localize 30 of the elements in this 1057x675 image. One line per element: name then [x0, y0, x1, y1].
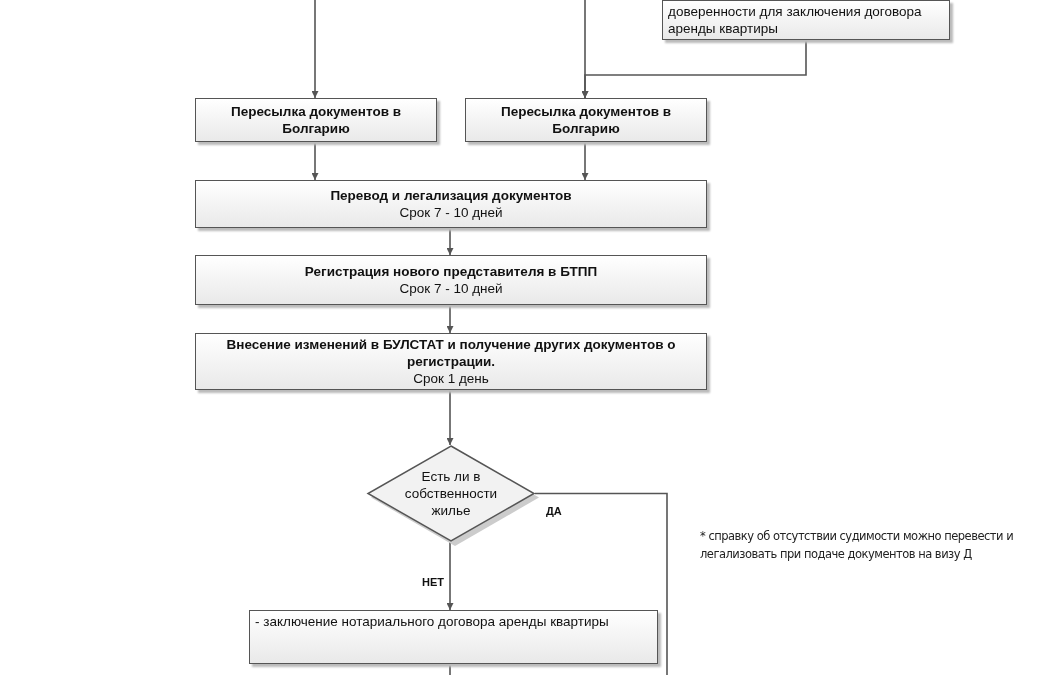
- arrow: [446, 304, 454, 334]
- footnote: * справку об отсутствии судимости можно перевести и легализовать при подаче документов на визу Д: [700, 528, 1015, 563]
- arrow: [311, 0, 319, 99]
- process-box: [195, 98, 437, 142]
- step-title: Пересылка документов в Болгарию: [500, 103, 672, 137]
- arrow: [446, 389, 454, 446]
- step-title: Регистрация нового представителя в БТПП: [304, 263, 598, 280]
- step-title: Перевод и легализация документов: [330, 187, 572, 204]
- arrow: [581, 39, 807, 99]
- step-title: Внесение изменений в БУЛСТАТ и получение других документов о регистрации.: [225, 336, 677, 370]
- process-box: [465, 98, 707, 142]
- step-text: доверенности для заключения договора аренды квартиры: [668, 3, 923, 37]
- arrow: [446, 227, 454, 256]
- process-box: [195, 180, 707, 228]
- process-box: [249, 610, 658, 664]
- process-box: [662, 0, 950, 40]
- connector-line: [534, 492, 668, 675]
- arrow: [446, 541, 454, 611]
- step-title: Пересылка документов в Болгарию: [230, 103, 402, 137]
- connector-line: [449, 663, 451, 675]
- duration-text: Срок 7 - 10 дней: [399, 280, 503, 297]
- process-box: [195, 333, 707, 390]
- edge-label: НЕТ: [420, 576, 446, 588]
- process-box: [195, 255, 707, 305]
- duration-text: Срок 7 - 10 дней: [399, 204, 503, 221]
- arrow: [581, 141, 589, 181]
- step-text: - заключение нотариального договора аренды квартиры: [255, 613, 609, 630]
- edge-label: ДА: [544, 505, 564, 517]
- arrow: [311, 141, 319, 181]
- duration-text: Срок 1 день: [413, 370, 489, 387]
